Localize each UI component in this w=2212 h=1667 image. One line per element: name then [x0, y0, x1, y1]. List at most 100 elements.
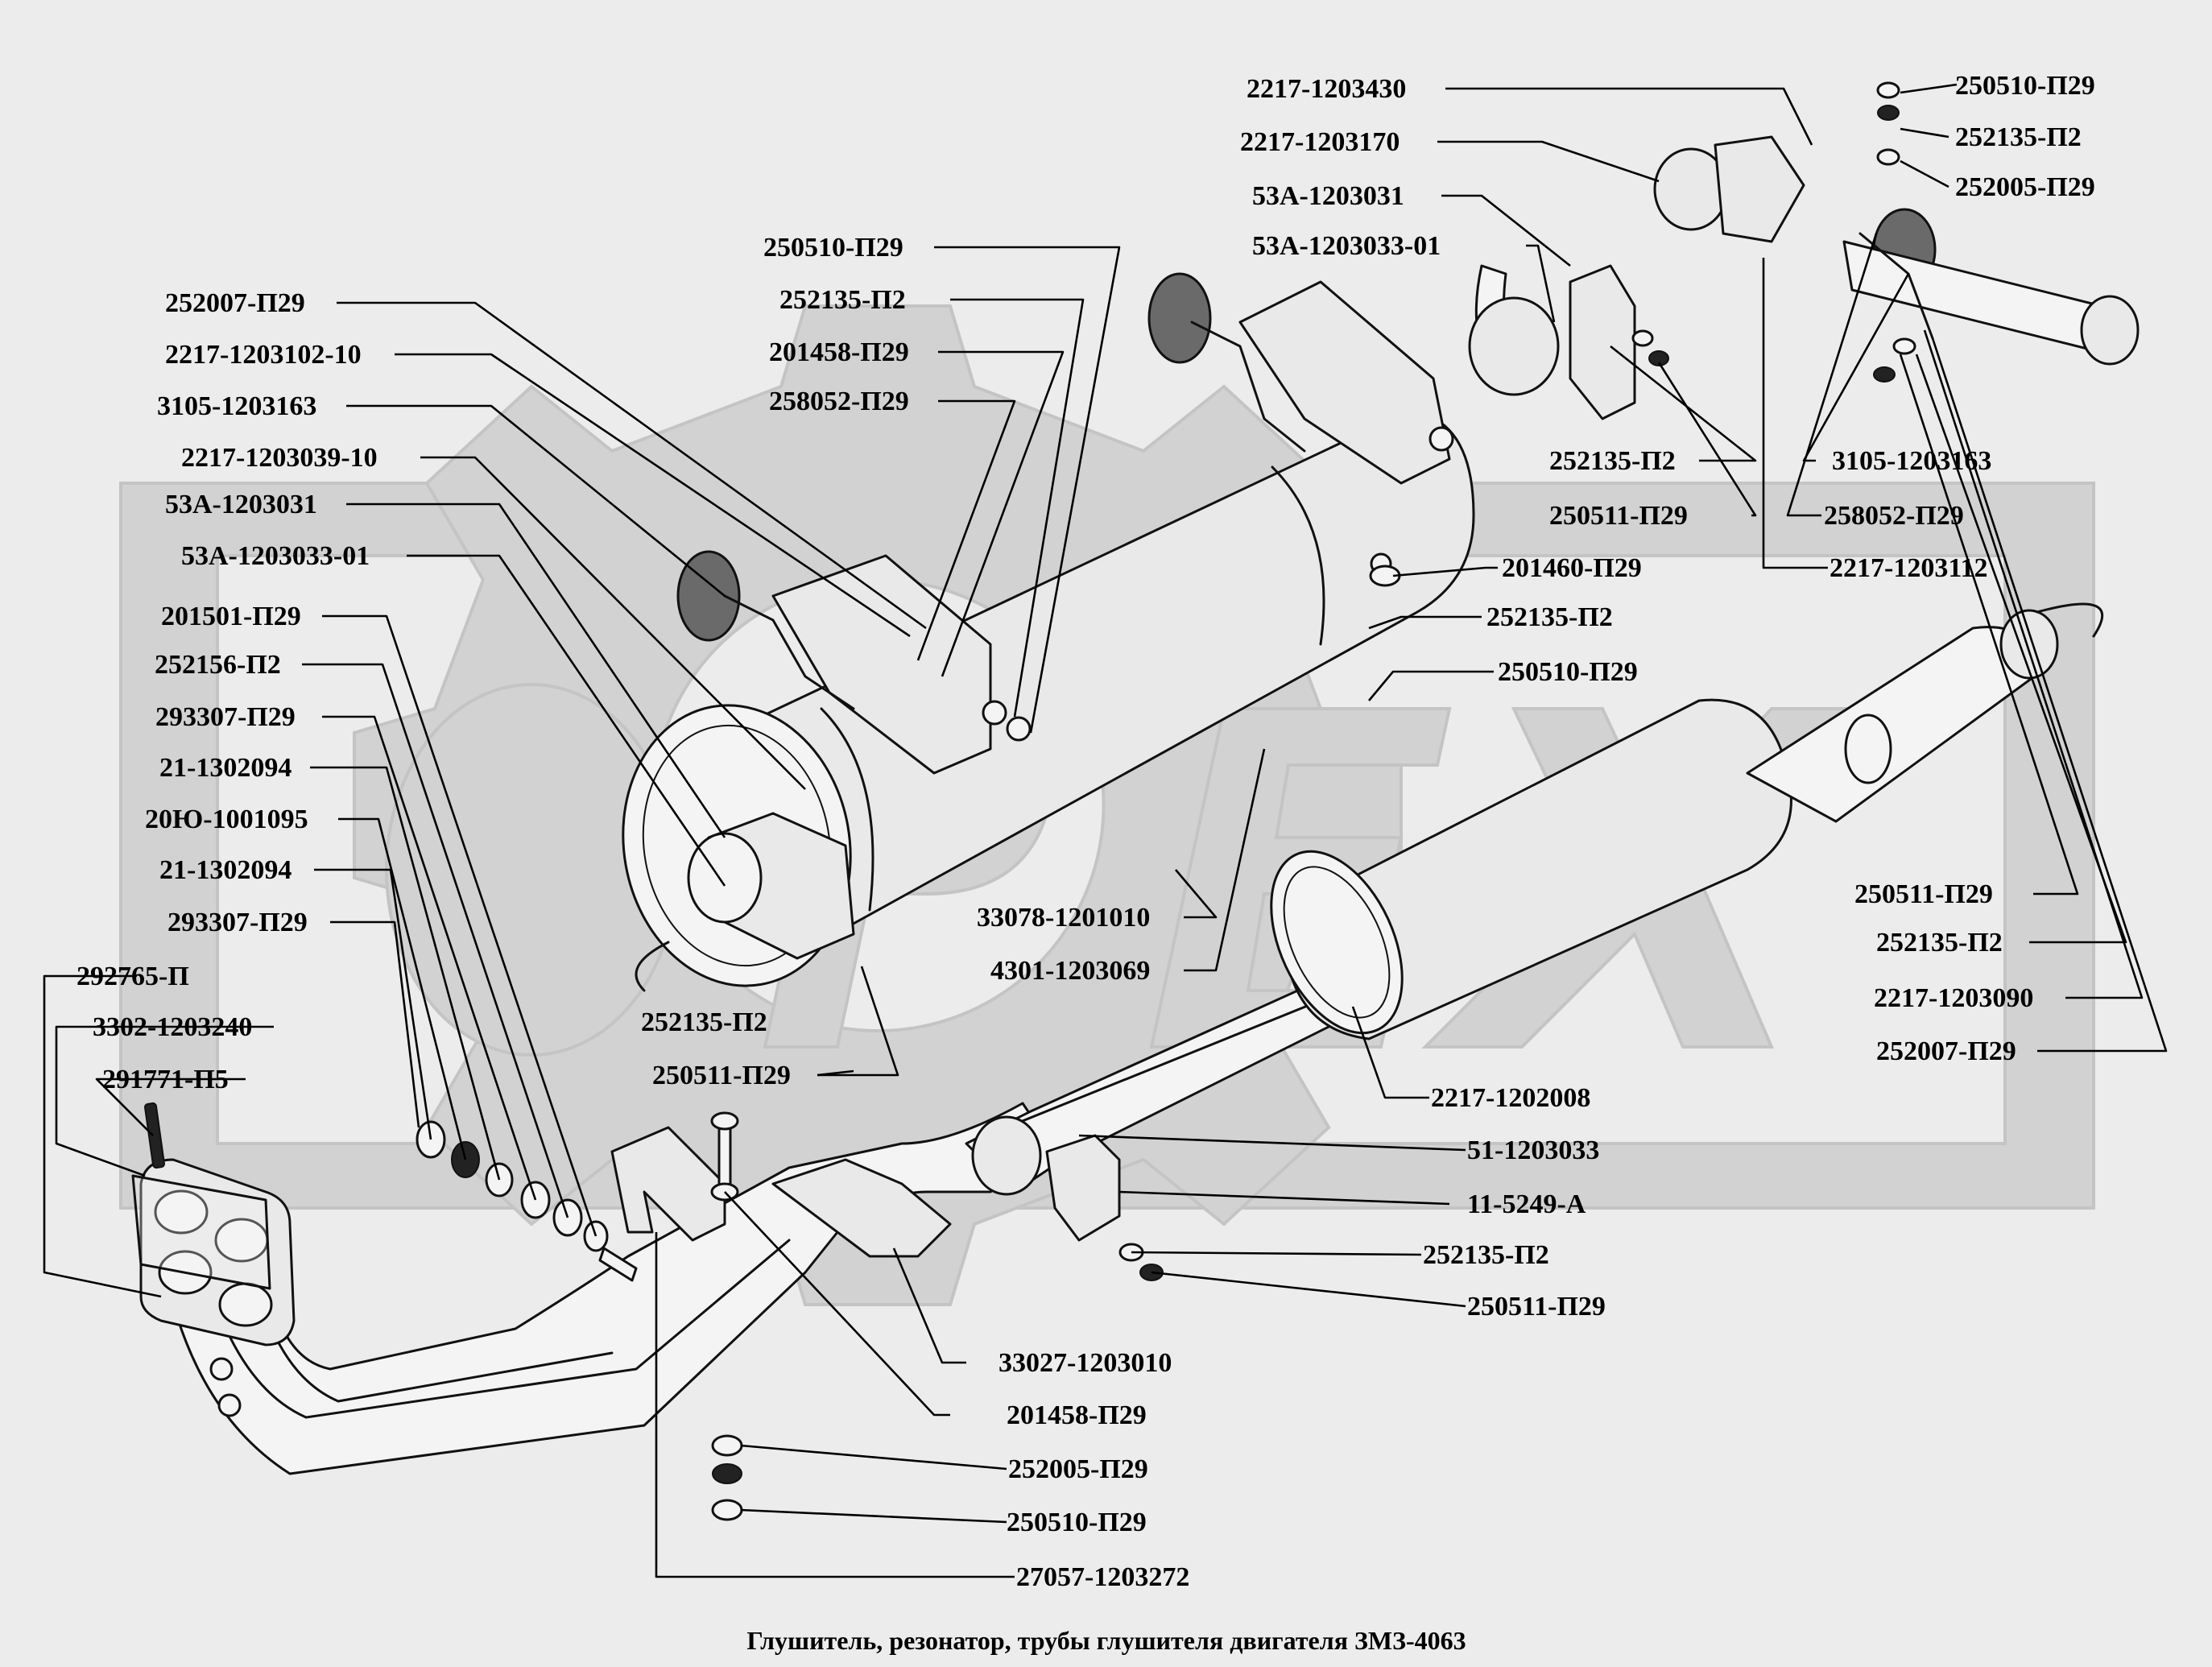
leader-r26	[302, 663, 569, 1218]
leader-r16	[346, 503, 726, 838]
leader-r28	[322, 715, 537, 1201]
callout-r7: 53А-1203033-01	[1252, 231, 1441, 261]
leader-r46	[1118, 1190, 1450, 1206]
tail-washer-1	[1876, 81, 1900, 99]
leader-r32	[817, 966, 899, 1077]
tail-pipe-end	[1999, 609, 2059, 680]
leader-r25	[1368, 615, 1482, 630]
callout-r47: 252135-П2	[1423, 1240, 1549, 1270]
callout-r2: 250510-П29	[1955, 71, 2095, 101]
leader-r34	[1175, 869, 1218, 919]
resonator-band-2	[1271, 465, 1325, 646]
hanger-bracket-right	[1238, 280, 1451, 485]
manifold-flange	[131, 1102, 296, 1417]
callout-r38: 2217-1203090	[1874, 983, 2033, 1013]
callout-r15: 2217-1203039-10	[181, 443, 378, 473]
flange-port-1	[154, 1189, 209, 1235]
hanger-assembly-right	[1147, 272, 1454, 587]
callout-r24: 201501-П29	[161, 602, 301, 631]
leader-r51	[740, 1444, 1007, 1471]
callout-r8: 250510-П29	[763, 233, 903, 263]
hanger-rod-left	[723, 594, 855, 710]
resonator-rotation-arrow	[635, 941, 670, 992]
callout-r4: 252135-П2	[1955, 122, 2082, 152]
stud	[144, 1102, 165, 1169]
flange-port-4	[218, 1282, 273, 1327]
leader-r1	[1445, 87, 1813, 146]
rubber-mount-right	[1147, 272, 1212, 364]
leader-r39	[55, 1025, 274, 1177]
tail-pipe-upper-end	[2080, 295, 2140, 366]
leader-r23	[1762, 258, 1828, 569]
callout-r45: 51-1203033	[1467, 1135, 1599, 1165]
callout-r20: 250511-П29	[1549, 501, 1688, 531]
muffler-front-cap	[1270, 850, 1404, 1035]
leader-r3	[1437, 140, 1660, 183]
callout-r29: 21-1302094	[159, 753, 291, 783]
hanger-rod-right	[1190, 321, 1306, 453]
leader-r40	[1899, 354, 2079, 896]
callout-r1: 2217-1203430	[1247, 74, 1406, 104]
pipe-clamp	[1045, 1134, 1121, 1242]
callout-r5: 53А-1203031	[1252, 181, 1404, 211]
leader-r10	[950, 298, 1085, 718]
hanger-nut-left-2	[1006, 716, 1032, 742]
muffler-body	[1287, 698, 1792, 1040]
bracket-bolt	[717, 1122, 732, 1189]
flange-nut-2	[217, 1393, 242, 1417]
flange-gasket	[131, 1174, 271, 1290]
leader-r43	[817, 1069, 854, 1077]
callout-r52: 250510-П29	[1007, 1508, 1147, 1537]
callout-r36: 292765-П	[76, 962, 189, 991]
leader-r4	[1900, 127, 1949, 139]
leader-r19	[1802, 273, 1910, 462]
tail-pipe-clamp-top	[1653, 135, 1805, 243]
main-muffler	[1270, 602, 2103, 1040]
callout-r37: 4301-1203069	[990, 956, 1150, 986]
bracket-bolt-head	[710, 1111, 739, 1131]
hanger-nut-right-1	[1428, 426, 1454, 452]
downpipe-heat-shield	[771, 1158, 952, 1258]
lower-nut-1	[712, 1463, 742, 1484]
diagram-title: Глушитель, резонатор, трубы глушителя дв…	[746, 1626, 1466, 1655]
leader-r22	[1392, 566, 1498, 577]
callout-r10: 252135-П2	[779, 285, 906, 315]
leader-r50	[724, 1191, 950, 1417]
callout-r49: 33027-1203010	[999, 1348, 1172, 1378]
callout-r30: 20Ю-1001095	[145, 805, 308, 834]
leader-r9	[337, 301, 927, 630]
lower-washer	[711, 1434, 743, 1457]
leader-r42	[95, 1078, 246, 1136]
leader-r20	[1657, 362, 1757, 517]
clamp-pipe-stub	[1468, 296, 1560, 396]
callout-r3: 2217-1203170	[1240, 127, 1400, 157]
tail-pipe-upper	[1842, 240, 2122, 356]
callout-r6: 252005-П29	[1955, 172, 2095, 202]
leader-r7	[1526, 244, 1556, 323]
leader-r21	[1786, 233, 1878, 517]
clamp-saddle	[1569, 264, 1636, 420]
tail-rotation-arrow	[2036, 602, 2103, 638]
callout-r35: 252135-П2	[1876, 928, 2003, 958]
callout-r18: 252135-П2	[1549, 446, 1676, 476]
hanger-nut-left-1	[982, 700, 1007, 726]
callout-r22: 201460-П29	[1502, 553, 1642, 583]
tail-washer-2	[1876, 148, 1900, 166]
leader-r30	[338, 817, 467, 1160]
leader-r6	[1900, 159, 1949, 188]
callout-r41: 252007-П29	[1876, 1036, 2016, 1066]
callout-labels: 2217-1203430 250510-П29 2217-1203170 252…	[76, 71, 2095, 1592]
leader-r17	[407, 554, 726, 887]
leader-r48	[1151, 1271, 1466, 1308]
leader-r12	[938, 350, 1065, 677]
leader-r8	[934, 246, 1121, 734]
tail-pipe-ring	[1844, 714, 1892, 784]
callout-r19: 3105-1203163	[1832, 446, 1991, 476]
callout-r48: 250511-П29	[1467, 1292, 1606, 1322]
callout-r13: 3105-1203163	[157, 391, 316, 421]
bracket-body	[610, 1126, 726, 1242]
callout-r25: 252135-П2	[1486, 602, 1613, 632]
leader-r35	[1915, 354, 2127, 944]
tail-washer-3	[1892, 337, 1916, 355]
